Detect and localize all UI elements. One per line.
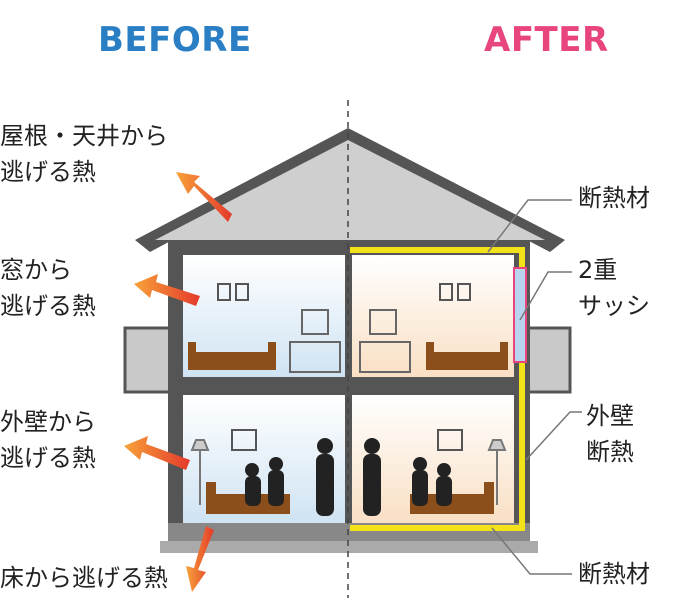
before-title: BEFORE [98, 20, 252, 60]
lower-right-picture [437, 429, 463, 451]
label-roof-heat-loss: 屋根・天井から 逃げる熱 [0, 122, 168, 186]
foundation [160, 541, 538, 553]
insulation-line [350, 247, 525, 531]
lower-right-lamp [487, 439, 507, 505]
double-sash [513, 267, 527, 363]
lower-left-people [245, 438, 334, 516]
heat-arrow-roof [176, 172, 232, 222]
upper-left-desk [289, 309, 341, 373]
leader-lines [487, 199, 582, 575]
heat-arrow-wall [124, 436, 190, 470]
upper-left-frames [217, 283, 249, 301]
upper-right-frames [439, 283, 471, 301]
after-title: AFTER [484, 20, 609, 60]
lower-right-people [363, 438, 452, 516]
upper-right-desk [359, 309, 411, 373]
label-double-sash: 2重 サッシ [578, 256, 650, 320]
label-insulation-top: 断熱材 [578, 184, 650, 212]
label-floor-heat-loss: 床から逃げる熱 [0, 564, 168, 592]
label-insulation-bottom: 断熱材 [578, 560, 650, 588]
heat-arrow-window [134, 274, 200, 306]
lower-left-lamp [190, 439, 210, 505]
label-wall-insulation: 外壁 断熱 [586, 402, 634, 466]
heat-arrow-floor [186, 526, 214, 592]
lower-left-picture [231, 429, 257, 451]
roof-fill [155, 140, 545, 240]
upper-left-furniture [188, 342, 276, 370]
label-window-heat-loss: 窓から 逃げる熱 [0, 256, 96, 320]
label-wall-heat-loss: 外壁から 逃げる熱 [0, 408, 96, 472]
upper-right-furniture [426, 342, 508, 370]
